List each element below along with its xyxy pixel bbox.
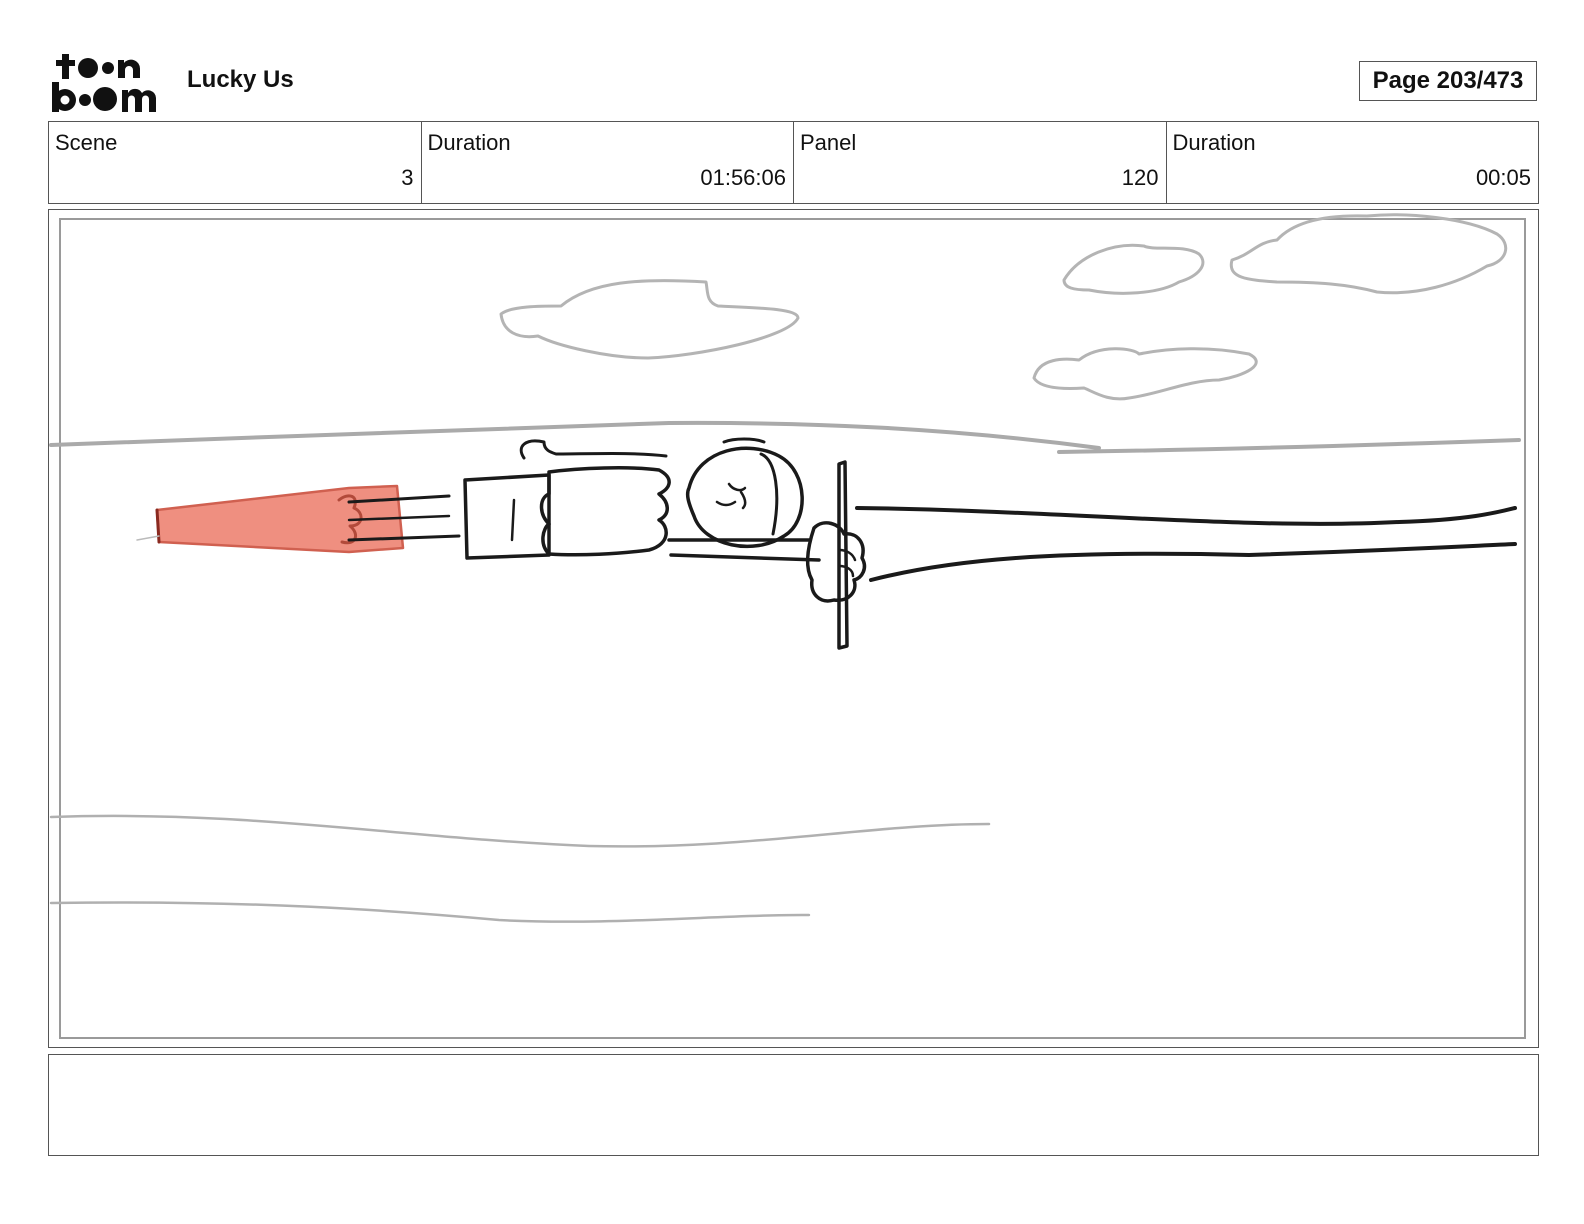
character-head <box>685 437 804 549</box>
panel-duration-cell: Duration 00:05 <box>1167 122 1539 203</box>
character-hand-and-pole <box>805 460 867 650</box>
panel-duration-value: 00:05 <box>1475 165 1531 190</box>
character-shirt <box>136 484 461 554</box>
rope-lines <box>855 506 1517 582</box>
panel-value: 120 <box>1121 165 1159 190</box>
panel-sketch <box>49 213 1521 923</box>
cloud-1 <box>499 279 800 360</box>
panel-notes-box <box>48 1054 1539 1156</box>
ground-lines <box>49 814 991 923</box>
scene-duration-cell: Duration 01:56:06 <box>422 122 794 203</box>
scene-label: Scene <box>55 130 118 155</box>
cloud-4 <box>1032 347 1258 401</box>
horizon-line <box>49 420 1521 454</box>
scene-value: 3 <box>401 165 414 190</box>
scene-info-table: Scene 3 Duration 01:56:06 Panel 120 Dura… <box>48 121 1539 204</box>
storyboard-panel <box>48 209 1539 1048</box>
cloud-3 <box>1229 213 1508 295</box>
project-title: Lucky Us <box>187 66 294 93</box>
panel-duration-label: Duration <box>1172 130 1256 155</box>
scene-duration-value: 01:56:06 <box>700 165 786 190</box>
panel-label: Panel <box>800 130 857 155</box>
cloud-2 <box>1062 243 1205 295</box>
panel-safe-area <box>59 218 1526 1039</box>
scene-cell: Scene 3 <box>49 122 422 203</box>
scene-duration-label: Duration <box>427 130 511 155</box>
page-number: Page 203/473 <box>1359 61 1537 101</box>
clouds <box>499 213 1508 401</box>
character-body <box>463 439 821 562</box>
toonboom-logo <box>52 54 156 112</box>
panel-cell: Panel 120 <box>794 122 1167 203</box>
